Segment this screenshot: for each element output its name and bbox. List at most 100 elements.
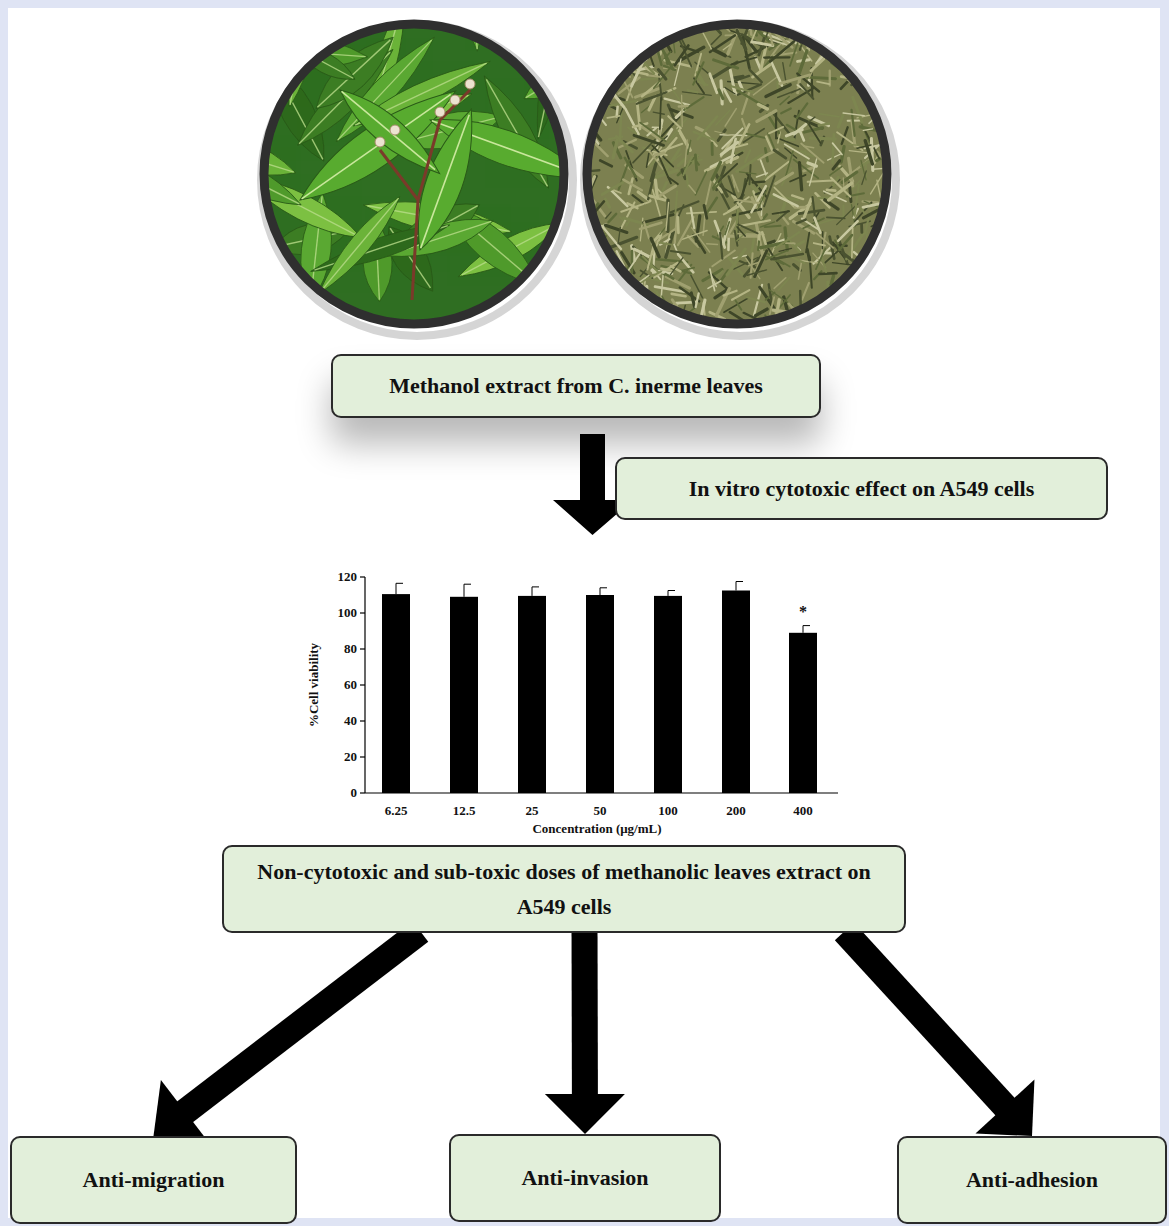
box-label: Non-cytotoxic and sub-toxic doses of met… [240,854,888,924]
dried-leaf-piece [775,112,777,138]
dried-leaf-piece [590,257,603,264]
dried-leaf-piece [707,198,717,213]
error-bar [736,582,737,591]
dried-leaf-piece [885,206,906,211]
dried-leaf-piece [786,139,794,140]
dried-leaf-piece [861,286,871,300]
chart-label: 50 [594,804,607,818]
stem [380,90,470,300]
dried-leaf-piece [879,98,886,102]
dried-leaf-piece [630,307,651,310]
dried-leaf-piece [605,199,610,207]
dried-leaf-piece [688,90,698,92]
dried-leaf-piece [606,212,611,218]
block-arrow [154,931,421,1143]
dried-leaf-piece [695,155,696,170]
tick-label: 80 [344,642,357,656]
dried-leaf-piece [773,211,790,214]
dried-leaf-piece [660,98,661,129]
dried-leaf-piece [586,58,598,61]
dried-leaf-piece [811,59,824,71]
dried-leaf-piece [673,326,689,335]
leaf-blade [331,79,449,184]
dried-leaf-piece [688,140,691,154]
dried-leaf-piece [802,283,809,300]
dried-leaf-piece [856,293,859,317]
chart-label: Concentration (μg/mL) [532,822,661,836]
dried-leaf-piece [766,137,772,150]
dried-leaf-piece [641,126,659,138]
chart-label: 200 [726,804,746,818]
dried-leaf-piece [615,48,631,55]
dried-leaf-piece [855,279,874,298]
arrow-shaft [572,931,598,1096]
dried-leaf-piece [790,175,805,182]
dried-leaf-piece [792,195,803,199]
dried-leaf-piece [769,127,783,133]
dried-leaf-piece [675,46,689,66]
dried-leaf-piece [664,66,675,70]
dried-leaf-piece [842,17,857,27]
dried-leaf-piece [796,242,804,246]
dried-leaf-piece [613,290,626,317]
dried-leaf-piece [714,50,726,56]
dried-leaf-piece [661,275,663,297]
leaf-vein [191,149,299,204]
dried-leaf-piece [587,299,607,316]
dried-leaf-piece [825,313,827,338]
dried-leaf-piece [706,180,711,204]
photo-frame [264,24,564,324]
dried-leaf-piece [863,204,879,207]
dried-leaf-piece [587,25,592,34]
dried-leaf-piece [862,53,867,59]
dried-leaf-piece [698,117,717,140]
dried-leaf-piece [732,175,738,191]
dried-leaf-piece [667,322,674,339]
dried-leaf-piece [750,70,762,82]
dried-leaf-piece [583,87,603,103]
dried-leaf-piece [566,121,587,131]
dried-leaf-piece [735,200,764,204]
axis-title: %Cell viability [307,643,321,727]
dried-leaf-piece [675,192,677,214]
dried-leaf-piece [585,66,594,81]
dried-leaf-piece [725,109,736,126]
error-bar [668,591,669,596]
chart-label: 12.5 [453,804,476,818]
dried-leaf-piece [816,249,825,270]
leaf-vein [258,296,325,344]
dried-leaf-piece [691,293,694,307]
dried-leaf-piece [731,57,756,64]
dried-leaf-piece [752,42,773,46]
dried-leaf-piece [851,46,874,61]
dried-leaf-piece [740,176,749,202]
dried-leaf-piece [824,303,826,325]
dried-leaf-piece [756,224,762,255]
dried-leaf-piece [678,217,694,245]
dried-leaf-piece [819,124,829,126]
dried-leaf-piece [687,176,688,187]
dried-leaf-piece [727,249,745,275]
process-box: Anti-invasion [449,1134,721,1222]
dried-leaf-piece [757,173,768,177]
dried-leaf-piece [765,226,781,227]
dried-leaf-piece [777,324,797,337]
dried-leaf-piece [833,134,834,163]
dried-leaf-piece [710,35,735,51]
dried-leaf-piece [666,202,669,230]
dried-leaf-piece [651,136,667,151]
dried-leaf-piece [600,286,616,300]
dried-leaf-piece [881,323,885,350]
arrow-shaft [184,931,421,1113]
dried-leaf-piece [733,178,735,187]
fresh-leaves-photo [141,0,637,359]
dried-leaf-piece [685,140,687,166]
leaf-blade [311,190,408,300]
dried-leaf-piece [717,271,723,277]
process-box: Non-cytotoxic and sub-toxic doses of met… [222,845,906,933]
dried-leaf-piece [601,69,612,77]
dried-leaf-piece [781,109,791,114]
dried-leaf-piece [866,41,869,63]
dried-leaf-piece [606,34,627,37]
